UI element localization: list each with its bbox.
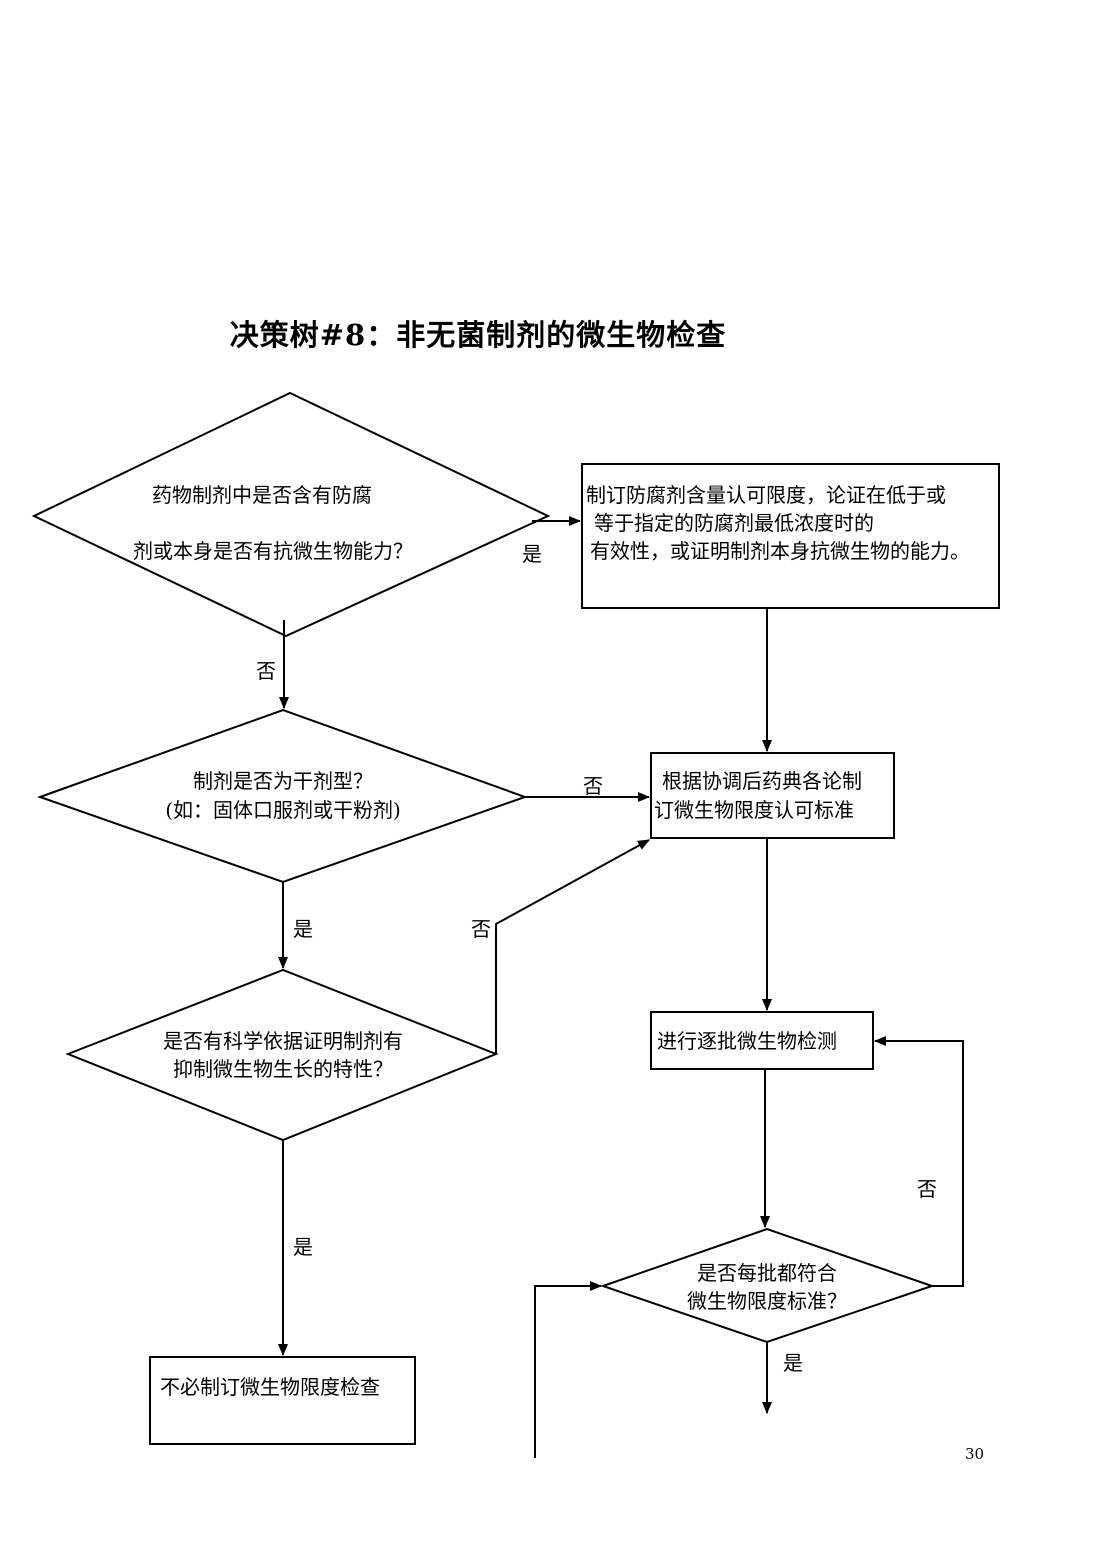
box4-text: 不必制订微生物限度检查 xyxy=(160,1375,380,1399)
box-pharmacopoeia-limits xyxy=(650,752,895,839)
q1-text-line2: 剂或本身是否有抗微生物能力？ xyxy=(133,539,413,563)
q1-text-line1: 药物制剂中是否含有防腐 xyxy=(152,483,372,507)
page-number: 30 xyxy=(965,1445,985,1463)
box1-text-line1: 制订防腐剂含量认可限度，论证在低于或 xyxy=(586,483,946,507)
edge-q4-no xyxy=(874,1036,964,1287)
box2-text-line2: 订微生物限度认可标准 xyxy=(654,798,854,822)
box-preservative-limits xyxy=(581,463,1000,609)
box2-text-line1: 根据协调后药典各论制 xyxy=(662,769,862,793)
edge-label-q2-no: 否 xyxy=(583,774,603,798)
q3-text-line1: 是否有科学依据证明制剂有 xyxy=(163,1029,403,1053)
box1-text-line3: 有效性，或证明制剂本身抗微生物的能力。 xyxy=(590,539,970,563)
q2-text-line1: 制剂是否为干剂型？ xyxy=(193,769,373,793)
edge-label-q4-yes: 是 xyxy=(783,1351,803,1375)
q4-text-line2: 微生物限度标准？ xyxy=(687,1289,847,1313)
edge-loop-in xyxy=(534,1281,602,1458)
q4-text-line1: 是否每批都符合 xyxy=(697,1261,837,1285)
q3-text-line2: 抑制微生物生长的特性？ xyxy=(173,1057,393,1081)
edge-label-q4-no: 否 xyxy=(917,1177,937,1201)
q2-text-line2: (如：固体口服剂或干粉剂) xyxy=(165,798,401,822)
edge-q3-no xyxy=(495,839,650,1054)
edge-label-q3-no: 否 xyxy=(471,917,491,941)
box3-text: 进行逐批微生物检测 xyxy=(657,1029,837,1053)
box-no-test-needed xyxy=(149,1356,416,1445)
edge-label-q2-yes: 是 xyxy=(293,917,313,941)
edge-label-q1-no: 否 xyxy=(256,659,276,683)
page-title: 决策树#8：非无菌制剂的微生物检查 xyxy=(229,318,727,352)
box1-text-line2: 等于指定的防腐剂最低浓度时的 xyxy=(594,511,874,535)
edge-label-q3-yes: 是 xyxy=(293,1235,313,1259)
edge-label-q1-yes: 是 xyxy=(522,542,542,566)
box-batch-testing xyxy=(650,1011,874,1070)
decision-preservative xyxy=(31,391,551,638)
